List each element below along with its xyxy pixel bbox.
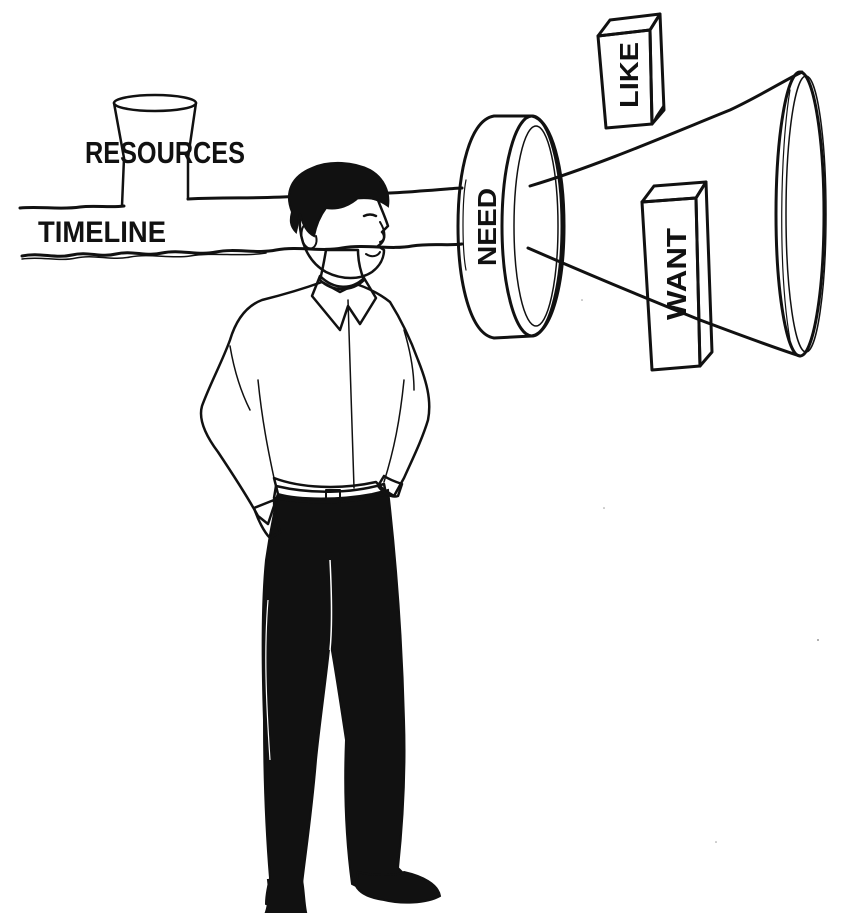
like-label: LIKE: [614, 42, 644, 108]
resources-label: RESOURCES: [85, 135, 245, 170]
timeline-label: TIMELINE: [38, 216, 166, 249]
paper-speckles: [581, 299, 819, 843]
need-label: NEED: [472, 188, 502, 266]
want-label: WANT: [661, 228, 692, 320]
person-figure: [201, 163, 440, 912]
